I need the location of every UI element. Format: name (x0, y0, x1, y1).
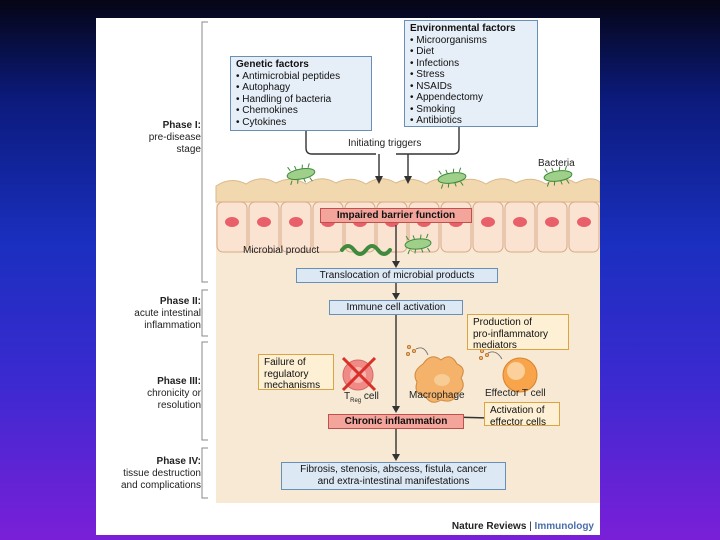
initiating-triggers-label: Initiating triggers (348, 138, 422, 149)
phase-1-label: Phase I: pre-disease stage (148, 120, 201, 155)
factor-item: Smoking (410, 104, 532, 116)
bracket-phase-4 (201, 447, 208, 499)
figure-panel: Phase I: pre-disease stage Phase II: acu… (96, 18, 600, 535)
macrophage-label: Macrophage (409, 390, 465, 401)
bracket-phase-3 (201, 341, 208, 441)
environmental-factors-list: MicroorganismsDietInfectionsStressNSAIDs… (410, 35, 532, 127)
factor-item: Diet (410, 46, 532, 58)
factor-item: NSAIDs (410, 81, 532, 93)
bacterium-icon (437, 167, 467, 189)
flow-arrowheads (392, 261, 400, 461)
failure-regulatory-box: Failure of regulatory mechanisms (258, 354, 334, 391)
mucus-layer (215, 178, 600, 203)
bracket-phase-1 (201, 21, 208, 283)
bacterium-icon (404, 233, 432, 255)
treg-cell-label: TReg cell (344, 391, 379, 404)
factor-item: Microorganisms (410, 35, 532, 47)
genetic-factors-box: Genetic factors Antimicrobial peptidesAu… (230, 56, 372, 131)
treg-cell-icon (341, 356, 377, 392)
cell-nucleus (257, 217, 271, 227)
genetic-factors-list: Antimicrobial peptidesAutophagyHandling … (236, 71, 366, 129)
factor-item: Appendectomy (410, 92, 532, 104)
cell-nucleus (577, 217, 591, 227)
outcome-box: Fibrosis, stenosis, abscess, fistula, ca… (281, 462, 506, 490)
translocation-label: Translocation of microbial products (296, 268, 498, 283)
cell-nucleus (513, 217, 527, 227)
impaired-barrier-label: Impaired barrier function (320, 208, 472, 223)
factor-item: Handling of bacteria (236, 94, 366, 106)
factor-item: Chemokines (236, 105, 366, 117)
macrophage-icon (405, 344, 464, 403)
trigger-lines (305, 126, 460, 178)
microbial-product-label: Microbial product (243, 245, 320, 256)
immune-activation-label: Immune cell activation (329, 300, 463, 315)
chronic-inflammation-label: Chronic inflammation (328, 414, 464, 429)
factor-item: Cytokines (236, 117, 366, 129)
phase-brackets (201, 21, 208, 499)
genetic-factors-title: Genetic factors (236, 59, 309, 70)
cell-nucleus (289, 217, 303, 227)
microbial-product-icon (340, 244, 392, 256)
bacteria-label: Bacteria (538, 158, 575, 169)
activation-effector-box: Activation of effector cells (484, 402, 560, 428)
factor-item: Stress (410, 69, 532, 81)
cell-nucleus (481, 217, 495, 227)
phase-3-label: Phase III: chronicity or resolution (147, 376, 201, 411)
bracket-phase-2 (201, 289, 208, 337)
factor-item: Antibiotics (410, 115, 532, 127)
effector-t-cell-icon (478, 348, 538, 393)
factor-item: Infections (410, 58, 532, 70)
factor-item: Autophagy (236, 82, 366, 94)
bacterium-icon (543, 165, 573, 187)
cell-nucleus (225, 217, 239, 227)
phase-2-label: Phase II: acute intestinal inflammation (134, 296, 201, 331)
bacteria-icons (286, 163, 573, 255)
journal-footer: Nature Reviews | Immunology (451, 521, 594, 532)
environmental-factors-box: Environmental factors MicroorganismsDiet… (404, 20, 538, 127)
environmental-factors-title: Environmental factors (410, 23, 516, 34)
production-mediators-box: Production of pro-inflammatory mediators (467, 314, 569, 351)
phase-4-label: Phase IV: tissue destruction and complic… (120, 456, 201, 491)
effector-t-cell-label: Effector T cell (485, 388, 546, 399)
factor-item: Antimicrobial peptides (236, 71, 366, 83)
bacterium-icon (286, 163, 316, 186)
trigger-arrowheads (375, 176, 412, 184)
cell-nucleus (545, 217, 559, 227)
